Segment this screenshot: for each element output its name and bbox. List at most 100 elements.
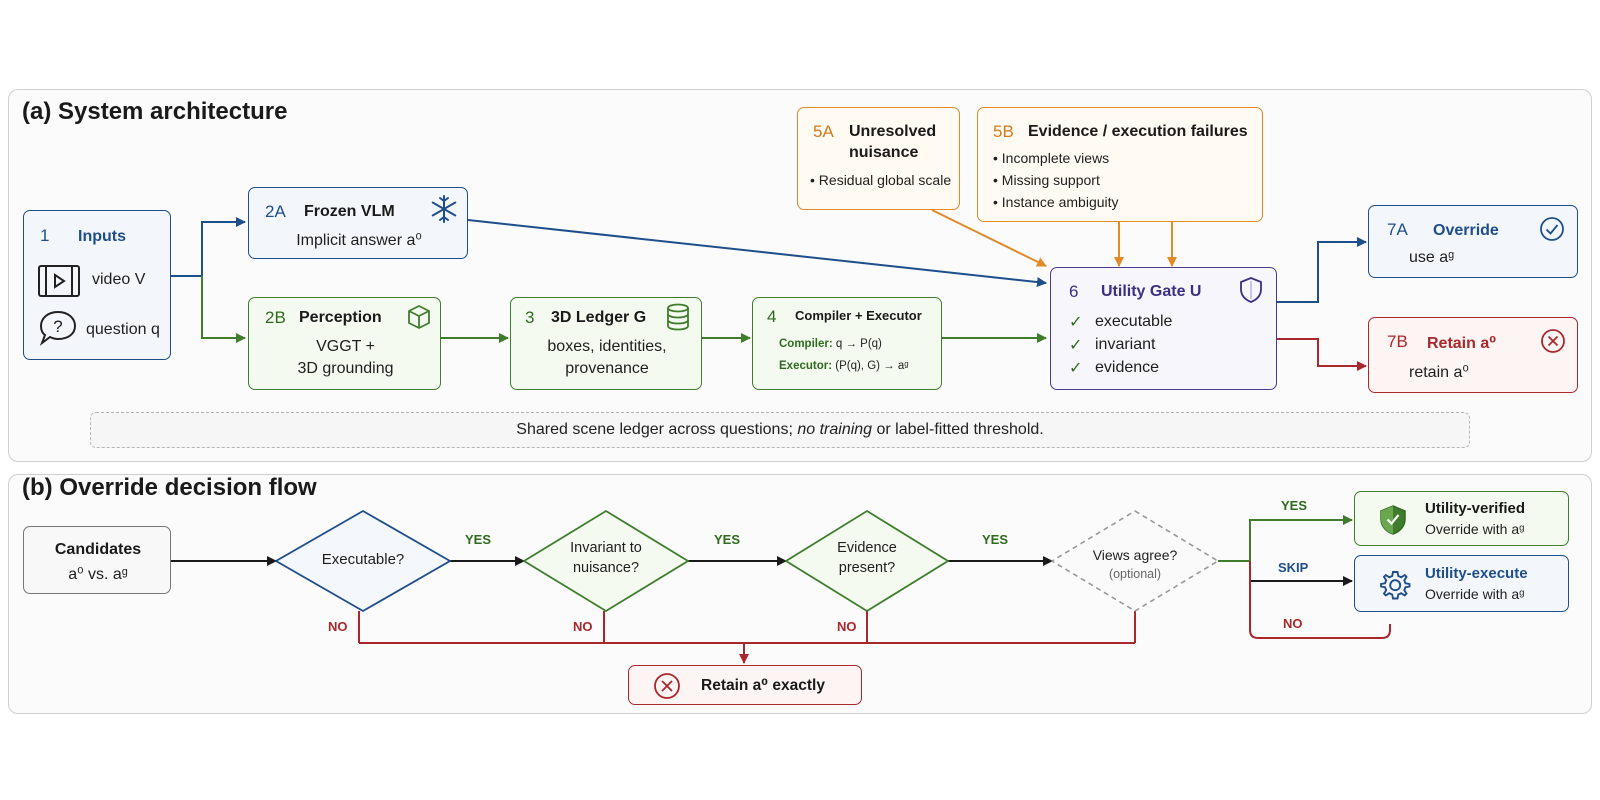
shared-ledger-note: Shared scene ledger across questions; no… [90, 412, 1470, 448]
panel-a-title: (a) System architecture [22, 98, 288, 125]
perception-line2: 3D grounding [297, 360, 394, 377]
invariant-label-1: Invariant to [570, 540, 642, 556]
candidates-box: Candidates a⁰ vs. aᵍ [23, 526, 171, 594]
no-label: NO [573, 619, 593, 634]
gate-check-label: invariant [1095, 336, 1156, 353]
utility-verified-box: Utility-verified Override with aᵍ [1354, 491, 1569, 546]
database-icon [667, 303, 689, 331]
yes-label: YES [982, 532, 1009, 547]
utility-gate-title: Utility Gate U [1101, 283, 1202, 300]
nuisance-title-2: nuisance [849, 144, 919, 161]
cube-icon [408, 305, 430, 329]
utility-execute-title: Utility-execute [1425, 565, 1528, 582]
shield-check-icon [1380, 505, 1406, 535]
no-label: NO [1283, 616, 1303, 631]
executor-line: Executor: (P(q), G) → aᵍ [779, 360, 909, 372]
retain-number: 7B [1387, 332, 1408, 351]
gear-icon [1380, 571, 1411, 600]
failures-box: 5B Evidence / execution failures • Incom… [977, 107, 1263, 222]
nuisance-number: 5A [813, 122, 834, 141]
compiler-number: 4 [767, 307, 777, 326]
svg-text:?: ? [53, 317, 62, 336]
invariant-diamond [522, 509, 690, 613]
skip-label: SKIP [1278, 560, 1309, 575]
views-label: Views agree? [1092, 547, 1178, 563]
inputs-number: 1 [40, 226, 50, 245]
failures-bullet: • Incomplete views [993, 150, 1110, 166]
gate-check-label: evidence [1095, 359, 1160, 376]
frozen-vlm-title: Frozen VLM [304, 203, 395, 220]
no-label: NO [837, 619, 857, 634]
override-title: Override [1433, 222, 1499, 239]
invariant-label-2: nuisance? [572, 560, 640, 576]
nuisance-title-1: Unresolved [849, 123, 937, 140]
utility-gate-number: 6 [1069, 282, 1079, 301]
compiler-line: Compiler: q → P(q) [779, 338, 882, 350]
utility-verified-text: Override with aᵍ [1425, 521, 1525, 537]
gate-check-label: executable [1095, 313, 1173, 330]
utility-execute-text: Override with aᵍ [1425, 586, 1525, 602]
failures-bullet: • Instance ambiguity [993, 194, 1119, 210]
perception-line1: VGGT + [316, 338, 375, 355]
check-icon: ✓ [1069, 314, 1083, 331]
failures-number: 5B [993, 122, 1014, 141]
ledger-line1: boxes, identities, [547, 338, 667, 355]
frozen-vlm-number: 2A [265, 202, 286, 221]
override-box: 7A Override use aᵍ [1368, 205, 1578, 278]
views-diamond [1050, 510, 1220, 612]
frozen-vlm-text: Implicit answer a⁰ [296, 232, 422, 249]
executable-diamond [274, 509, 452, 613]
x-circle-icon [654, 673, 680, 699]
snowflake-icon [431, 195, 457, 223]
candidates-text: a⁰ vs. aᵍ [68, 566, 128, 583]
no-label: NO [328, 619, 348, 634]
retain-exactly-box: Retain a⁰ exactly [628, 665, 862, 705]
nuisance-bullet: • Residual global scale [810, 172, 952, 188]
perception-number: 2B [265, 308, 286, 327]
ledger-number: 3 [525, 308, 535, 327]
views-optional-label: (optional) [1108, 567, 1162, 581]
retain-title: Retain a⁰ [1427, 335, 1497, 352]
yes-label: YES [465, 532, 492, 547]
utility-verified-title: Utility-verified [1425, 500, 1526, 517]
nuisance-box: 5A Unresolved nuisance • Residual global… [797, 107, 960, 210]
ledger-title: 3D Ledger G [551, 309, 647, 326]
yes-label: YES [714, 532, 741, 547]
yes-label: YES [1281, 498, 1308, 513]
ledger-box: 3 3D Ledger G boxes, identities, provena… [510, 297, 702, 390]
retain-box: 7B Retain a⁰ retain a⁰ [1368, 317, 1578, 393]
failures-bullet: • Missing support [993, 172, 1100, 188]
speech-bubble-icon: ? [39, 310, 77, 346]
override-text: use aᵍ [1409, 249, 1455, 266]
check-circle-icon [1540, 217, 1564, 241]
check-icon: ✓ [1069, 337, 1083, 354]
utility-gate-box: 6 Utility Gate U ✓ executable ✓ invarian… [1050, 267, 1277, 390]
shield-icon [1240, 277, 1262, 303]
compiler-title: Compiler + Executor [795, 308, 922, 323]
utility-execute-box: Utility-execute Override with aᵍ [1354, 555, 1569, 612]
retain-exactly-label: Retain a⁰ exactly [701, 677, 825, 694]
inputs-box: 1 Inputs video V ? question q [23, 210, 171, 360]
x-circle-icon [1541, 329, 1565, 353]
retain-text: retain a⁰ [1409, 364, 1469, 381]
panel-b-title: (b) Override decision flow [22, 474, 317, 501]
compiler-box: 4 Compiler + Executor Compiler: q → P(q)… [752, 297, 942, 390]
perception-title: Perception [299, 309, 382, 326]
input-video-label: video V [92, 271, 146, 288]
executable-label: Executable? [321, 551, 405, 568]
film-icon [38, 265, 80, 297]
candidates-title: Candidates [54, 541, 142, 558]
failures-title: Evidence / execution failures [1028, 123, 1248, 140]
perception-box: 2B Perception VGGT + 3D grounding [248, 297, 441, 390]
check-icon: ✓ [1069, 360, 1083, 377]
evidence-label-2: present? [838, 560, 896, 576]
input-question-label: question q [86, 321, 160, 338]
frozen-vlm-box: 2A Frozen VLM Implicit answer a⁰ [248, 187, 468, 259]
ledger-line2: provenance [565, 360, 649, 377]
evidence-diamond [784, 509, 950, 613]
inputs-title: Inputs [78, 228, 126, 245]
override-number: 7A [1387, 220, 1408, 239]
evidence-label-1: Evidence [837, 540, 897, 556]
